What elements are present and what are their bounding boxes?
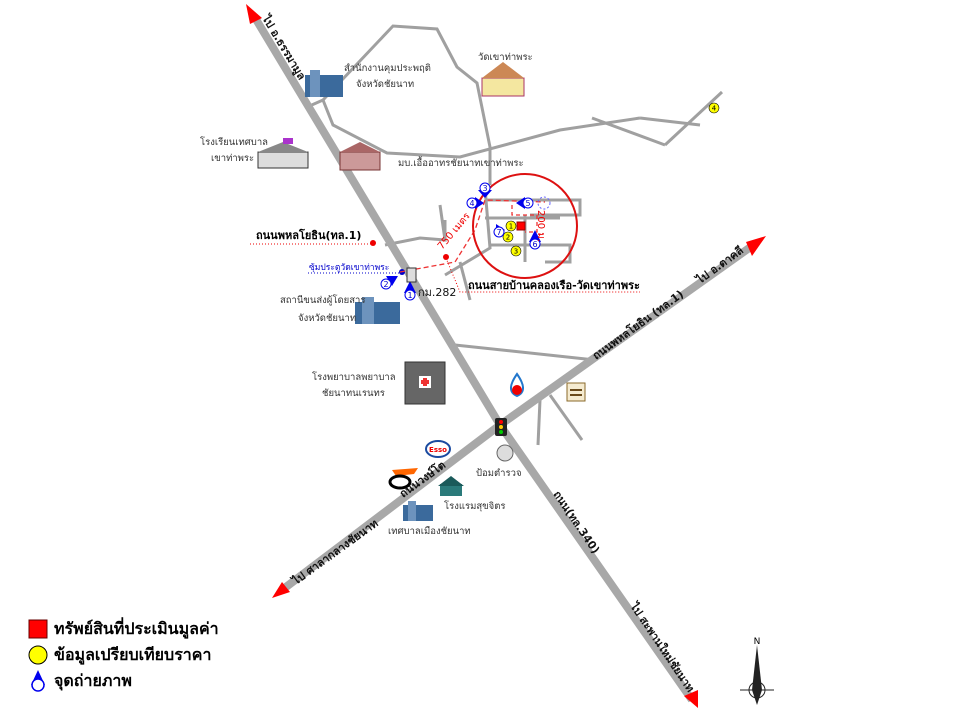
- photo-point-dashed: [537, 196, 551, 210]
- svg-text:3: 3: [514, 248, 518, 256]
- arrow-se-icon: [684, 690, 698, 708]
- label-village: มบ.เอื้ออาทรชัยนาทเขาท่าพระ: [398, 156, 524, 169]
- label-probation-2: จังหวัดชัยนาท: [356, 79, 414, 90]
- label-to-city-hall: ไป ศาลากลางชัยนาท: [288, 516, 381, 589]
- label-municipality: เทศบาลเมืองชัยนาท: [388, 526, 471, 537]
- svg-text:4: 4: [469, 199, 474, 208]
- legend-comparable-label: ข้อมูลเปรียบเทียบราคา: [54, 646, 212, 664]
- photo-point-7: 7: [493, 224, 505, 238]
- leader-khlong-ruea: [445, 257, 640, 293]
- label-phahonyothin: ถนนพหลโยธิน(ทล.1): [256, 228, 361, 242]
- label-phahonyothin-ne: ถนนพหลโยธิน (ทล.1): [590, 287, 687, 363]
- svg-text:Esso: Esso: [429, 446, 447, 454]
- label-school-2: เขาท่าพระ: [211, 153, 254, 164]
- label-to-takhli: ไป อ.ตาคลี: [692, 243, 746, 288]
- hotel-icon: [438, 476, 464, 496]
- north-arrow-icon: N: [740, 637, 774, 705]
- label-hospital: โรงพยาบาลพยาบาล: [312, 371, 396, 383]
- bus-terminal-icon: [355, 297, 400, 324]
- legend-property: ทรัพย์สินที่ประเมินมูลค่า: [28, 616, 219, 642]
- office-building-icon: [305, 70, 343, 97]
- svg-text:5: 5: [525, 199, 530, 208]
- temple-icon: [481, 62, 525, 97]
- hospital-icon: [404, 361, 446, 405]
- esso-logo: Esso: [425, 440, 451, 458]
- road-junction-dot: [443, 254, 449, 260]
- photo-point-5: 5: [516, 197, 534, 209]
- label-route-340: ถนน(ทล.340): [551, 488, 603, 556]
- police-box-icon: [496, 444, 514, 462]
- km-marker-icon: [406, 267, 417, 283]
- svg-text:6: 6: [532, 240, 537, 249]
- label-bus-terminal-2: จังหวัดชัยนาท: [298, 313, 356, 324]
- svg-text:3: 3: [482, 184, 487, 193]
- svg-text:2: 2: [506, 234, 510, 242]
- red-square-icon: [28, 619, 48, 639]
- arrow-ne-icon: [746, 236, 766, 256]
- label-hotel: โรงแรมสุขจิตร: [444, 500, 505, 512]
- highways: [250, 13, 755, 703]
- svg-text:N: N: [754, 637, 761, 647]
- distance-path-200: [511, 205, 538, 233]
- svg-text:2: 2: [383, 280, 388, 289]
- legend-property-label: ทรัพย์สินที่ประเมินมูลค่า: [54, 620, 219, 638]
- comparable-1: 1: [505, 220, 517, 232]
- label-200m: 200 ม.: [535, 210, 546, 242]
- svg-text:7: 7: [496, 228, 501, 237]
- school-icon: [257, 138, 309, 169]
- road-junction-dot: [370, 240, 376, 246]
- label-gate: ซุ้มประตูวัดเขาท่าพระ: [309, 262, 389, 273]
- label-school: โรงเรียนเทศบาล: [200, 136, 268, 148]
- municipality-icon: [403, 501, 433, 521]
- comparable-3: 3: [510, 245, 522, 257]
- bank-icon: [566, 382, 586, 402]
- traffic-light-icon: [495, 418, 507, 436]
- property-marker: [516, 221, 526, 231]
- label-hospital-2: ชัยนาทนเรนทร: [322, 388, 385, 399]
- label-police: ป้อมตำรวจ: [476, 468, 522, 479]
- comparable-2: 2: [502, 231, 514, 243]
- village-house-icon: [339, 142, 381, 171]
- radius-circle: [472, 173, 578, 279]
- arrow-nw-icon: [246, 4, 262, 24]
- svg-text:1: 1: [407, 291, 412, 300]
- direction-arrows: [246, 4, 766, 708]
- yellow-circle-icon: [28, 645, 48, 665]
- photo-point-icon: [31, 670, 45, 692]
- photo-point-2: 2: [380, 276, 398, 290]
- legend-photo: จุดถ่ายภาพ: [28, 668, 219, 694]
- photo-point-4: 4: [466, 197, 484, 209]
- photo-point-6: 6: [529, 230, 541, 250]
- label-probation: สำนักงานคุมประพฤติ: [344, 63, 431, 74]
- photo-point-1: 1: [404, 281, 416, 301]
- ptt-gas-station-icon: [510, 372, 524, 398]
- label-khlong-ruea: ถนนสายบ้านคลองเรือ-วัดเขาท่าพระ: [468, 279, 640, 292]
- legend: ทรัพย์สินที่ประเมินมูลค่า ข้อมูลเปรียบเท…: [28, 616, 219, 694]
- label-bus-terminal: สถานีขนส่งผู้โดยสาร: [280, 294, 365, 306]
- svg-text:1: 1: [509, 223, 513, 231]
- photo-point-3: 3: [478, 182, 492, 198]
- comparable-4: 4: [708, 102, 720, 114]
- legend-photo-label: จุดถ่ายภาพ: [54, 672, 132, 690]
- label-km: กม.282: [418, 286, 456, 299]
- label-temple: วัดเขาท่าพระ: [478, 52, 533, 63]
- svg-text:4: 4: [712, 105, 717, 113]
- arrow-sw-icon: [272, 582, 290, 598]
- legend-comparable: ข้อมูลเปรียบเทียบราคา: [28, 642, 219, 668]
- fuel-brand-logo: [388, 468, 418, 490]
- distance-path: [399, 199, 546, 273]
- label-to-new-bridge: ไป สะพานใหม่ชัยนาท: [626, 598, 697, 694]
